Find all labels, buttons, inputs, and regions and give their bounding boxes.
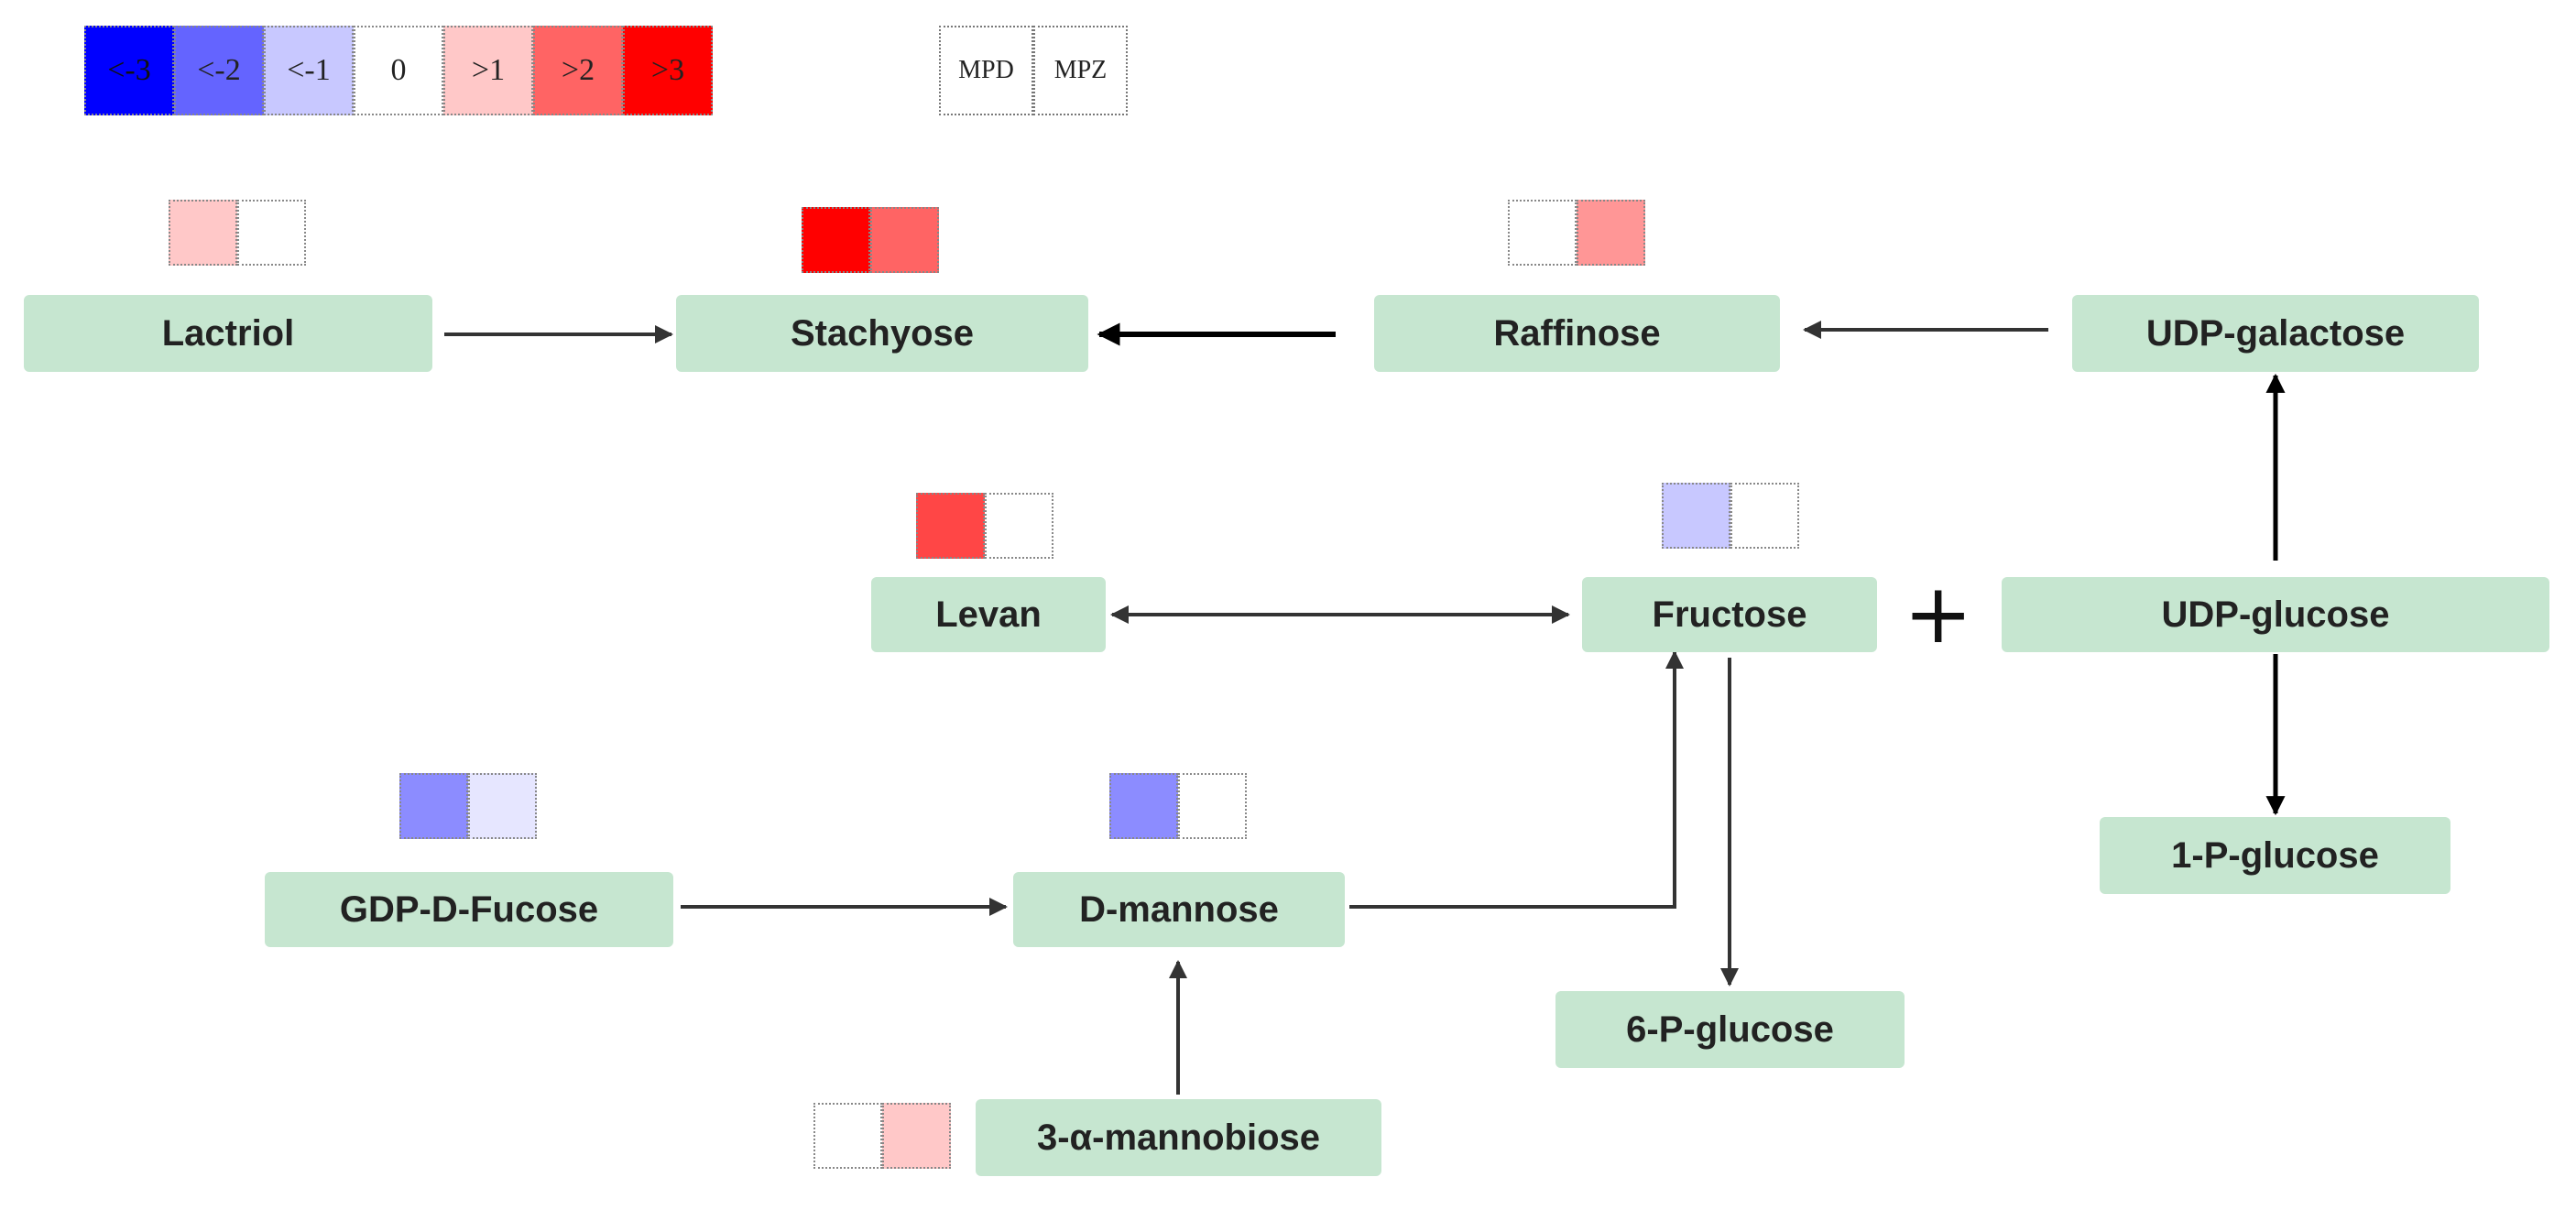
- node-raffinose: Raffinose: [1374, 295, 1780, 372]
- sample-legend-mpd: MPD: [939, 26, 1033, 115]
- node-lactriol: Lactriol: [24, 295, 432, 372]
- scale-cell: >2: [533, 26, 623, 115]
- heat-cell-mpd: [399, 773, 468, 839]
- heat-cell-mpz: [985, 493, 1053, 559]
- node-udp-glucose: UDP-glucose: [2002, 577, 2549, 652]
- heat-d-mannose: [1109, 773, 1247, 839]
- sample-legend-mpz: MPZ: [1033, 26, 1128, 115]
- heat-cell-mpd: [813, 1103, 882, 1169]
- heat-cell-mpd: [169, 200, 237, 266]
- scale-cell: <-1: [264, 26, 354, 115]
- node-stachyose: Stachyose: [676, 295, 1088, 372]
- heat-cell-mpz: [237, 200, 306, 266]
- scale-cell: 0: [354, 26, 443, 115]
- heat-cell-mpd: [802, 207, 870, 273]
- node-3-alpha-mannobiose: 3-α-mannobiose: [976, 1099, 1381, 1176]
- heat-cell-mpz: [1577, 200, 1645, 266]
- color-scale-legend: <-3 <-2 <-1 0 >1 >2 >3: [84, 26, 713, 115]
- heat-cell-mpd: [916, 493, 985, 559]
- sample-legend: MPD MPZ: [939, 26, 1128, 115]
- heat-cell-mpz: [882, 1103, 951, 1169]
- heat-stachyose: [802, 207, 939, 273]
- node-gdp-d-fucose: GDP-D-Fucose: [265, 872, 673, 947]
- heat-cell-mpd: [1508, 200, 1577, 266]
- heat-fructose: [1662, 483, 1799, 549]
- heat-lactriol: [169, 200, 306, 266]
- node-fructose: Fructose: [1582, 577, 1877, 652]
- heat-cell-mpd: [1662, 483, 1730, 549]
- node-d-mannose: D-mannose: [1013, 872, 1345, 947]
- heat-gdp-d-fucose: [399, 773, 537, 839]
- node-6-p-glucose: 6-P-glucose: [1555, 991, 1905, 1068]
- heat-levan: [916, 493, 1053, 559]
- edge-dmannose-fructose: [1349, 650, 1684, 909]
- heat-mannobiose: [813, 1103, 951, 1169]
- node-udp-galactose: UDP-galactose: [2072, 295, 2479, 372]
- plus-sign: +: [1904, 566, 1973, 662]
- heat-cell-mpz: [870, 207, 939, 273]
- heat-cell-mpz: [1178, 773, 1247, 839]
- heat-cell-mpz: [468, 773, 537, 839]
- scale-cell: <-2: [174, 26, 264, 115]
- heat-cell-mpz: [1730, 483, 1799, 549]
- node-levan: Levan: [871, 577, 1106, 652]
- node-1-p-glucose: 1-P-glucose: [2100, 817, 2450, 894]
- heat-raffinose: [1508, 200, 1645, 266]
- scale-cell: <-3: [84, 26, 174, 115]
- scale-cell: >1: [443, 26, 533, 115]
- scale-cell: >3: [623, 26, 713, 115]
- heat-cell-mpd: [1109, 773, 1178, 839]
